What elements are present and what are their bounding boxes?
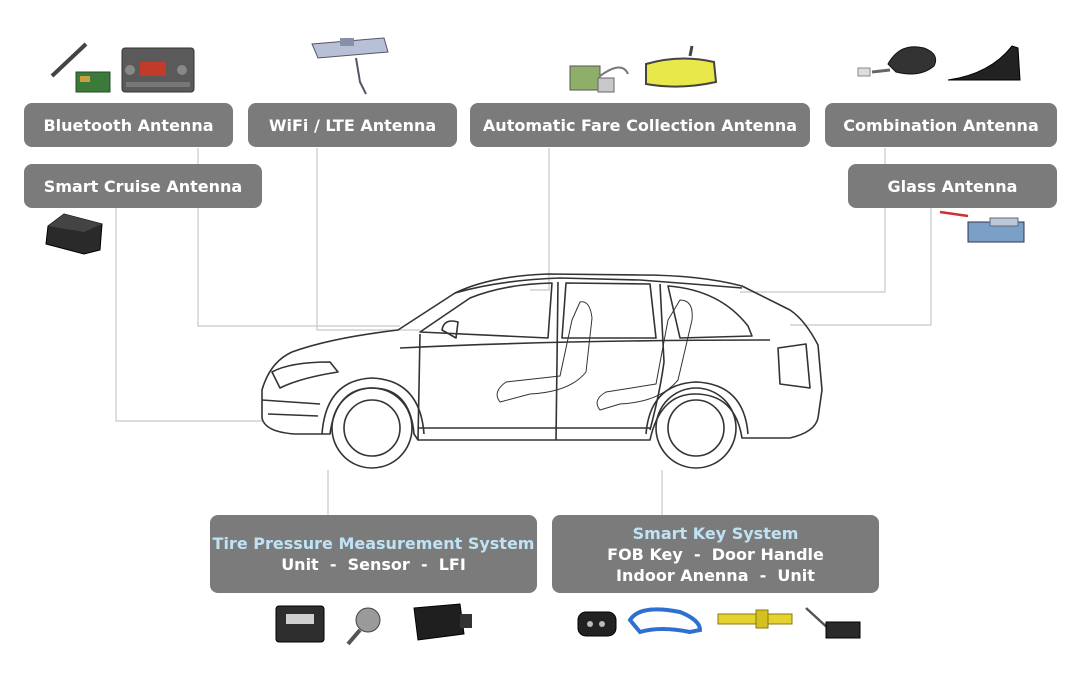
- combination-products: [857, 45, 1021, 81]
- rear-wheel-outer: [655, 387, 737, 469]
- door-line-front: [417, 333, 421, 441]
- door-handle-icon: [627, 607, 703, 635]
- door-line-mid: [555, 281, 559, 441]
- radar-sensor-icon: [45, 213, 103, 255]
- rearview-mirror-antenna-icon: [645, 45, 718, 88]
- indoor-antenna-icon: [717, 609, 793, 629]
- connector-fare-collection: [530, 148, 550, 291]
- front-bumper: [261, 399, 321, 417]
- connector-wifi: [316, 148, 420, 331]
- smart-cruise-product: [45, 213, 103, 255]
- rear-wheel-inner: [667, 399, 725, 457]
- label-wifi-lte-antenna: WiFi / LTE Antenna: [248, 103, 457, 147]
- label-glass-antenna: Glass Antenna: [848, 164, 1057, 208]
- car-body-outline: [261, 273, 823, 441]
- car-audio-unit-icon: [121, 47, 195, 93]
- smart-key-unit-icon: [805, 607, 861, 639]
- front-wheel-outer: [331, 387, 413, 469]
- label-smart-cruise-antenna: Smart Cruise Antenna: [24, 164, 262, 208]
- wifi-lte-antenna-module-icon: [311, 37, 389, 95]
- connector-glass: [790, 208, 932, 326]
- front-window: [419, 282, 553, 339]
- glass-antenna-amplifier-icon: [939, 210, 1025, 243]
- tpms-sensor-icon: [346, 607, 381, 646]
- glass-antenna-product: [939, 210, 1025, 243]
- label-tpms: Tire Pressure Measurement System Unit - …: [210, 515, 537, 593]
- bluetooth-products: [50, 42, 195, 93]
- bluetooth-antenna-module-icon: [50, 42, 111, 93]
- middle-window: [561, 282, 657, 339]
- front-wheel-arch: [321, 377, 425, 435]
- fare-collection-module-icon: [569, 65, 629, 93]
- label-bluetooth-antenna: Bluetooth Antenna: [24, 103, 233, 147]
- fob-key-icon: [577, 611, 617, 637]
- side-mirror: [441, 320, 459, 339]
- tpms-products: [275, 603, 472, 646]
- smart-key-line1: FOB Key - Door Handle: [607, 544, 824, 564]
- rear-window: [667, 285, 753, 339]
- tpms-lfi-icon: [413, 603, 472, 641]
- shark-fin-antenna-icon: [947, 45, 1021, 81]
- connector-smart-cruise: [115, 208, 262, 422]
- combination-antenna-puck-icon: [857, 46, 937, 77]
- fare-collection-products: [569, 45, 718, 93]
- label-combination-antenna: Combination Antenna: [825, 103, 1057, 147]
- tpms-components: Unit - Sensor - LFI: [281, 555, 466, 574]
- smart-key-products: [577, 607, 861, 639]
- rear-wheel-arch: [645, 381, 749, 435]
- smart-key-title: Smart Key System: [632, 523, 799, 543]
- seat-front: [496, 301, 593, 403]
- smart-key-line2: Indoor Anenna - Unit: [616, 565, 815, 585]
- belt-line: [399, 339, 771, 349]
- front-wheel-inner: [343, 399, 401, 457]
- label-smart-key-system: Smart Key System FOB Key - Door Handle I…: [552, 515, 879, 593]
- headlight: [271, 361, 339, 389]
- taillight: [777, 343, 811, 389]
- door-line-rear: [649, 283, 665, 431]
- seat-rear: [596, 299, 693, 411]
- car-roofline: [454, 277, 743, 294]
- tpms-unit-icon: [275, 605, 325, 643]
- car-illustration: [261, 273, 823, 469]
- label-fare-collection-antenna: Automatic Fare Collection Antenna: [470, 103, 810, 147]
- tpms-title: Tire Pressure Measurement System: [212, 534, 535, 553]
- wifi-lte-product: [311, 37, 389, 95]
